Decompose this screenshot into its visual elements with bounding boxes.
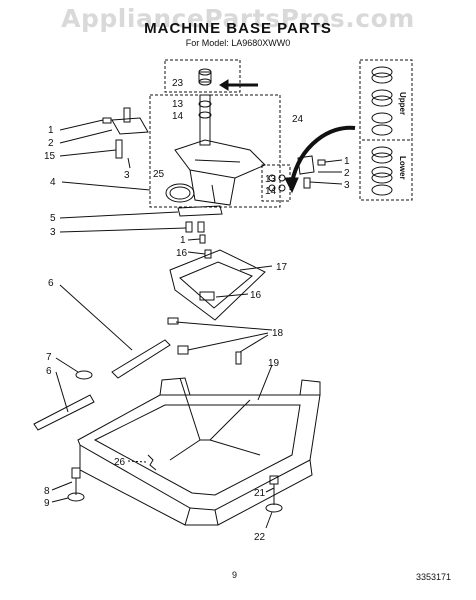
- transmission-body: [174, 139, 266, 206]
- callout-17: 17: [276, 262, 288, 273]
- callout-3: 3: [344, 180, 350, 191]
- left-bracket-parts: [102, 107, 149, 159]
- callout-14: 14: [265, 186, 277, 197]
- base-brace-lower: [33, 394, 95, 431]
- watermark: AppliancePartsPros.com: [61, 4, 415, 33]
- callout-13: 13: [172, 99, 184, 110]
- page-title: MACHINE BASE PARTS: [144, 20, 332, 37]
- base-brace: [111, 339, 171, 379]
- dashed-box-seal-kit: [164, 59, 241, 93]
- callout-21: 21: [254, 488, 266, 499]
- callout-5: 5: [50, 213, 56, 224]
- model-subtitle: For Model: LA9680XWW0: [185, 38, 291, 48]
- callout-19: 19: [268, 358, 280, 369]
- callout-8: 8: [44, 486, 50, 497]
- callout-13: 13: [265, 174, 277, 185]
- arrow-icon: [290, 125, 356, 183]
- document-code: 3353171: [416, 572, 452, 582]
- right-bracket-parts: [297, 155, 326, 189]
- callout-15: 15: [44, 151, 56, 162]
- seal-parts: [198, 68, 212, 86]
- callout-2: 2: [344, 168, 350, 179]
- lower-label: Lower: [398, 156, 407, 180]
- leveling-leg-left: [67, 467, 85, 502]
- callout-1: 1: [48, 125, 54, 136]
- clip-part: [75, 370, 93, 380]
- callout-24: 24: [292, 114, 304, 125]
- mounting-bracket: [177, 205, 223, 217]
- gasket: [165, 183, 195, 203]
- upper-bearings: [371, 66, 393, 136]
- callout-25: 25: [153, 169, 165, 180]
- callout-16: 16: [176, 248, 188, 259]
- callout-1: 1: [180, 235, 186, 246]
- callout-22: 22: [254, 532, 266, 543]
- callout-3: 3: [124, 170, 130, 181]
- motor-mount-plate: [169, 249, 266, 321]
- spring-clip: [147, 454, 157, 471]
- upper-label: Upper: [398, 92, 407, 115]
- callout-6: 6: [48, 278, 54, 289]
- lower-bearings: [371, 146, 393, 196]
- leveling-leg-right: [265, 475, 283, 513]
- callout-18: 18: [272, 328, 284, 339]
- transmission-shaft: [199, 94, 211, 146]
- machine-base-frame: [77, 377, 321, 526]
- callout-4: 4: [50, 177, 56, 188]
- page-number: 9: [232, 570, 238, 580]
- callout-7: 7: [46, 352, 52, 363]
- callout-14: 14: [172, 111, 184, 122]
- callout-16: 16: [250, 290, 262, 301]
- callout-26: 26: [114, 457, 126, 468]
- callout-2: 2: [48, 138, 54, 149]
- callout-6: 6: [46, 366, 52, 377]
- dashed-box-transmission: [149, 94, 281, 208]
- callout-9: 9: [44, 498, 50, 509]
- callout-23: 23: [172, 78, 184, 89]
- dashed-box-bearings: [359, 59, 413, 201]
- callout-3: 3: [50, 227, 56, 238]
- callout-1: 1: [344, 156, 350, 167]
